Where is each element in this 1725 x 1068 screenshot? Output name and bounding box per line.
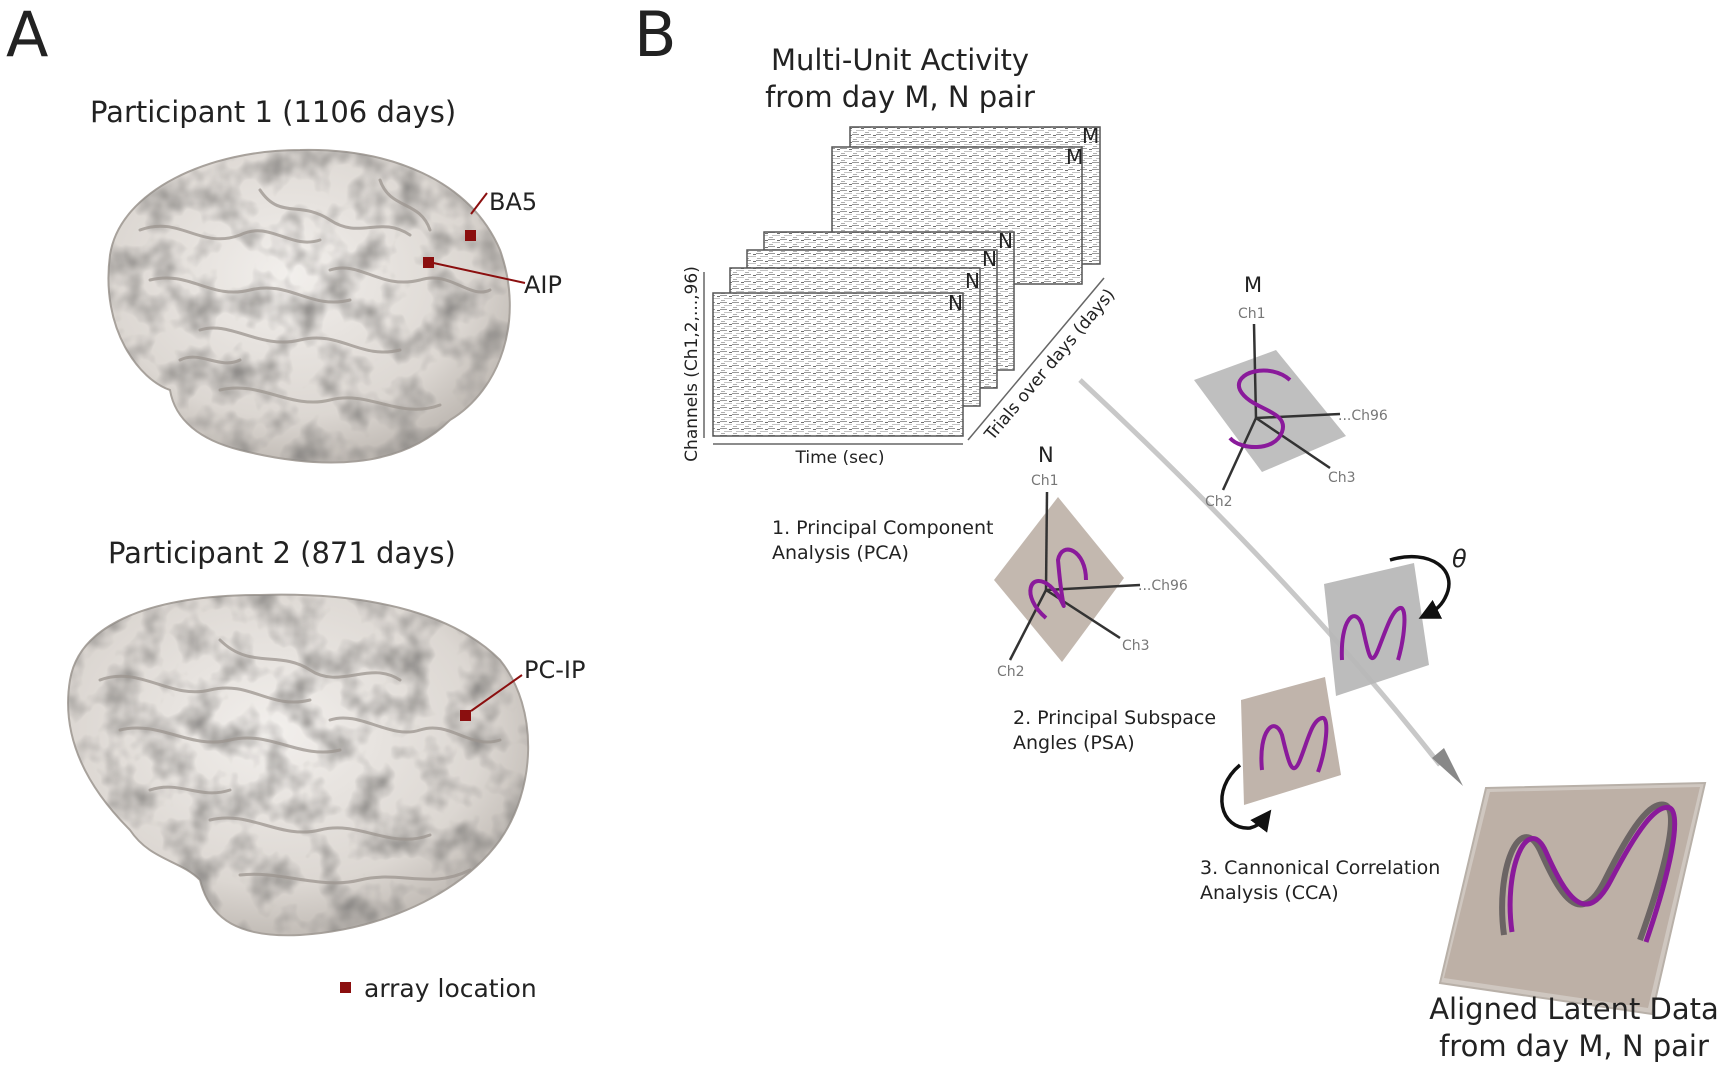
pcip-array-marker <box>460 710 471 721</box>
rotation-arrow-bottom <box>1220 763 1272 833</box>
activity-title-line2: from day M, N pair <box>765 80 1035 114</box>
aip-array-marker <box>423 257 434 268</box>
brain-participant1 <box>107 148 511 464</box>
angle-symbol: θ <box>1452 545 1467 573</box>
participant2-title: Participant 2 (871 days) <box>108 536 456 570</box>
pca-m-subspace <box>1194 323 1346 491</box>
day-m-label-front: M <box>1066 145 1083 169</box>
pca-m-day-label: M <box>1244 273 1262 297</box>
pca-m-axis-ch2: Ch2 <box>1205 494 1233 510</box>
ba5-leader-line <box>470 192 488 215</box>
raster-x-label: Time (sec) <box>795 448 885 468</box>
brain-participant2 <box>67 593 530 937</box>
pca-n-axis-ch2: Ch2 <box>997 664 1025 680</box>
pcip-leader-line <box>470 674 523 712</box>
psa-plane-m <box>1324 563 1429 696</box>
pca-n-axis-ch3: Ch3 <box>1122 638 1150 654</box>
output-label-line2: from day M, N pair <box>1439 1029 1709 1063</box>
day-n-label-1: N <box>998 229 1013 253</box>
legend-label: array location <box>364 974 537 1003</box>
panel-b-letter: B <box>634 0 677 71</box>
ba5-array-marker <box>465 230 476 241</box>
step1-label-line1: 1. Principal Component <box>772 517 993 539</box>
raster-y-label: Channels (Ch1,2,...,96) <box>682 266 702 462</box>
pca-n-day-label: N <box>1038 443 1054 467</box>
flow-arrow-head <box>1432 748 1463 786</box>
aip-leader-line <box>428 261 526 284</box>
participant1-title: Participant 1 (1106 days) <box>90 95 456 129</box>
pca-n-axis-ch96: ...Ch96 <box>1138 578 1188 594</box>
aligned-output-plane <box>1438 781 1707 1016</box>
aligned-trajectory-n <box>1507 804 1678 943</box>
step2-label-line1: 2. Principal Subspace <box>1013 707 1216 729</box>
raster-stack-day-m <box>831 126 1101 285</box>
rotation-arrow-top <box>1389 554 1451 619</box>
day-n-label-2: N <box>982 247 997 271</box>
day-n-label-4: N <box>948 291 963 315</box>
pca-m-axis-ch96: ...Ch96 <box>1338 408 1388 424</box>
panel-a-letter: A <box>6 0 48 71</box>
flow-arrow <box>1078 378 1442 767</box>
aligned-trajectory-m <box>1499 801 1674 942</box>
ba5-label: BA5 <box>489 188 537 216</box>
pca-n-subspace <box>994 491 1141 662</box>
activity-title-line1: Multi-Unit Activity <box>771 43 1029 77</box>
psa-plane-n <box>1241 677 1341 805</box>
day-n-label-3: N <box>965 269 980 293</box>
pca-m-axis-ch1: Ch1 <box>1238 306 1266 322</box>
step3-label-line2: Analysis (CCA) <box>1200 882 1339 904</box>
day-m-label-back: M <box>1082 124 1099 148</box>
legend-marker <box>340 982 351 993</box>
output-label-line1: Aligned Latent Data <box>1429 992 1719 1026</box>
aip-label: AIP <box>524 271 562 299</box>
pca-n-axis-ch1: Ch1 <box>1031 473 1059 489</box>
pcip-label: PC-IP <box>524 656 585 684</box>
pca-m-axis-ch3: Ch3 <box>1328 470 1356 486</box>
step3-label-line1: 3. Cannonical Correlation <box>1200 857 1440 879</box>
raster-depth-axis <box>967 277 1105 441</box>
raster-stack-day-n <box>712 231 1015 437</box>
step1-label-line2: Analysis (PCA) <box>772 542 909 564</box>
step2-label-line2: Angles (PSA) <box>1013 732 1135 754</box>
